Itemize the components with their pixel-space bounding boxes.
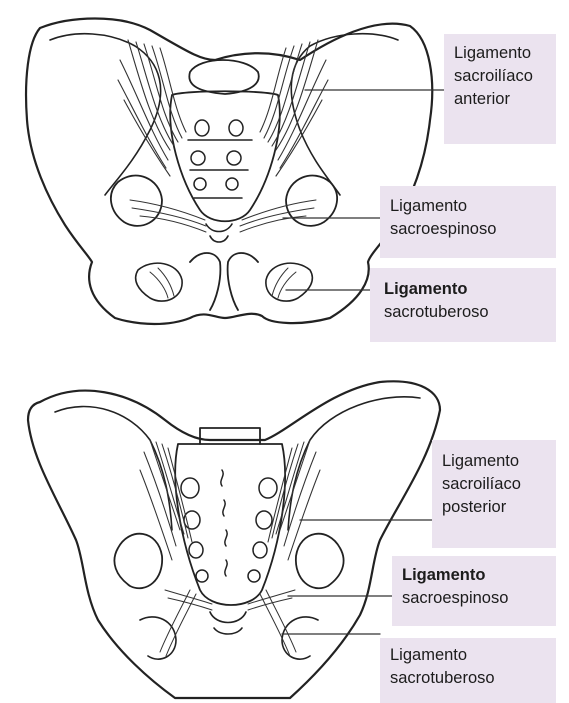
label-line: sacroespinoso — [402, 587, 546, 610]
label-sacrotuberous-anterior: Ligamento sacrotuberoso — [370, 268, 556, 342]
posterior-sacrum — [175, 444, 285, 605]
anterior-sacrum — [170, 91, 279, 221]
label-sacrospinous-anterior: Ligamento sacroespinoso — [380, 186, 556, 258]
label-sacrotuberous-posterior: Ligamento sacrotuberoso — [380, 638, 556, 703]
label-line: Ligamento — [384, 278, 546, 301]
label-line: Ligamento — [390, 195, 546, 218]
label-line: posterior — [442, 496, 546, 519]
posterior-left-ilium-inner — [55, 407, 172, 530]
label-sacrospinous-posterior: Ligamento sacroespinoso — [392, 556, 556, 626]
label-line: Ligamento — [390, 644, 546, 667]
anterior-coccyx — [206, 224, 232, 242]
posterior-left-obturator — [114, 534, 162, 589]
posterior-right-ilium-inner — [288, 397, 420, 530]
label-line: sacrotuberoso — [390, 667, 546, 690]
anterior-left-ilium-inner — [50, 34, 161, 195]
label-line: sacrotuberoso — [384, 301, 546, 324]
label-line: sacroespinoso — [390, 218, 546, 241]
label-line: sacroilíaco — [454, 65, 546, 88]
posterior-pelvis-view — [28, 381, 440, 698]
anterior-sacrotuberous-fibres — [150, 268, 296, 298]
label-sacroiliac-anterior: Ligamento sacroilíaco anterior — [444, 34, 556, 144]
anterior-right-ilium-inner — [291, 34, 398, 195]
posterior-right-ischium — [282, 617, 318, 659]
anterior-sacral-foramina — [188, 120, 252, 198]
posterior-coccyx — [210, 612, 246, 634]
posterior-sacroiliac-fibres — [140, 440, 320, 560]
posterior-sacrum-top — [200, 428, 260, 444]
label-line: anterior — [454, 88, 546, 111]
label-line: Ligamento — [402, 564, 546, 587]
label-line: Ligamento — [442, 450, 546, 473]
label-sacroiliac-posterior: Ligamento sacroilíaco posterior — [432, 440, 556, 548]
anterior-ischial-right — [266, 263, 312, 301]
label-line: Ligamento — [454, 42, 546, 65]
posterior-right-obturator — [296, 534, 344, 589]
anterior-pubis — [190, 253, 258, 310]
label-line: sacroilíaco — [442, 473, 546, 496]
posterior-sacral-foramina — [181, 470, 277, 582]
anterior-sacral-promontory — [189, 60, 258, 94]
posterior-left-ischium — [140, 617, 176, 659]
